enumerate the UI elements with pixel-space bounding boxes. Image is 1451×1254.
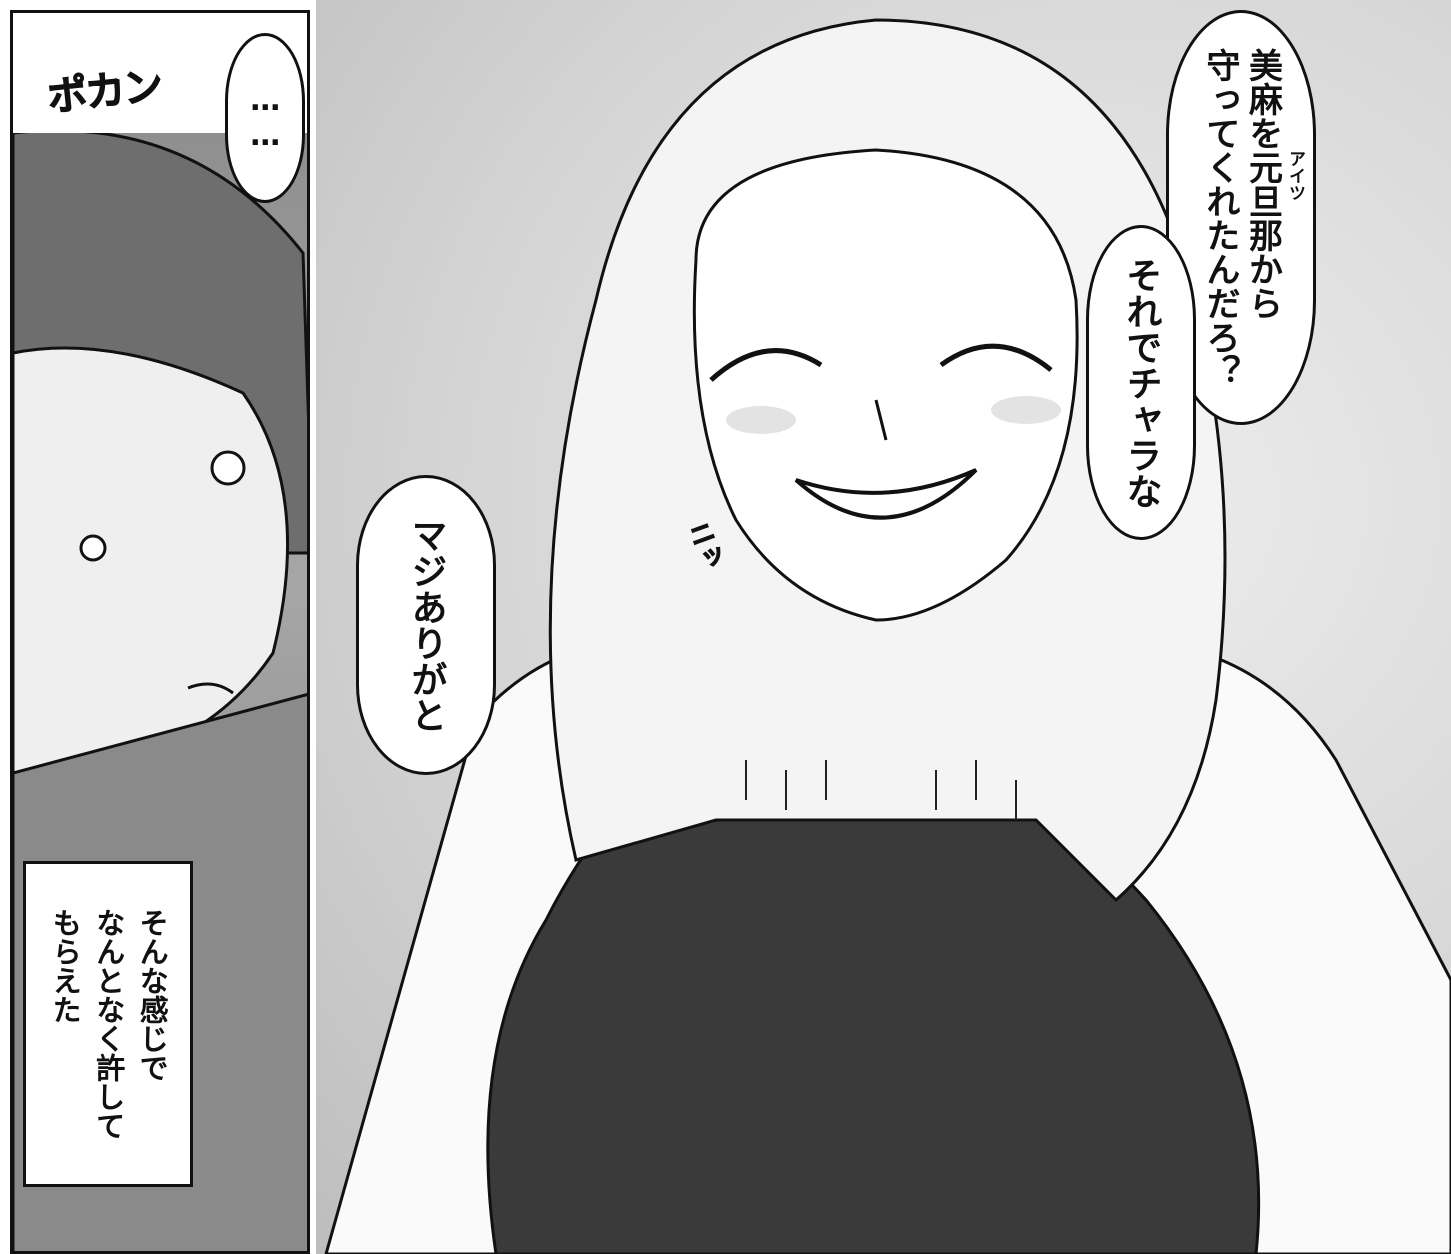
caption-line-1: そんな感じで <box>135 908 170 1082</box>
narration-box: そんな感じで なんとなく許して もらえた <box>23 861 193 1187</box>
speech-bubble-chara: それでチャラな <box>1086 225 1196 540</box>
man-left-eye <box>79 534 107 562</box>
sfx-pokan: ポカン <box>45 63 164 122</box>
man-illustration <box>13 129 307 1251</box>
caption-line-2: なんとなく許して <box>91 908 126 1140</box>
speech-bubble-thanks-text: マジありがと <box>405 517 447 733</box>
ruby-aitsu: アイツ <box>1285 150 1305 201</box>
speech-bubble-protect: 美麻を元旦那から 守ってくれたんだろ？ <box>1166 10 1316 425</box>
right-blush <box>991 396 1061 424</box>
silence-bubble-text: …… <box>247 83 283 153</box>
narration-text: そんな感じで なんとなく許して もらえた <box>43 908 174 1140</box>
left-blush <box>726 406 796 434</box>
man-right-eye <box>210 450 246 486</box>
speech-bubble-protect-text: 美麻を元旦那から 守ってくれたんだろ？ <box>1199 48 1284 388</box>
nose <box>874 399 888 441</box>
speech-bubble-chara-text: それでチャラな <box>1120 256 1162 509</box>
left-panel: ポカン …… そんな感じで なんとなく許して もらえた <box>10 10 310 1254</box>
caption-line-3: もらえた <box>48 908 83 1024</box>
left-eye <box>709 348 823 382</box>
bubble-1-line-2: 守ってくれたんだろ？ <box>1200 47 1240 388</box>
right-eye <box>939 343 1053 372</box>
smile <box>794 468 978 520</box>
man-drawing <box>13 129 307 1251</box>
woman-illustration <box>324 18 1451 1254</box>
face <box>692 148 1079 622</box>
speech-bubble-thanks: マジありがと <box>356 475 496 775</box>
man-mouth <box>187 682 234 695</box>
knit-texture <box>745 760 1017 820</box>
bubble-1-line-1: 美麻を元旦那から <box>1242 47 1283 320</box>
right-panel: 美麻を元旦那から 守ってくれたんだろ？ アイツ それでチャラな マジありがと ニ… <box>316 0 1451 1254</box>
silence-bubble: …… <box>225 33 305 203</box>
